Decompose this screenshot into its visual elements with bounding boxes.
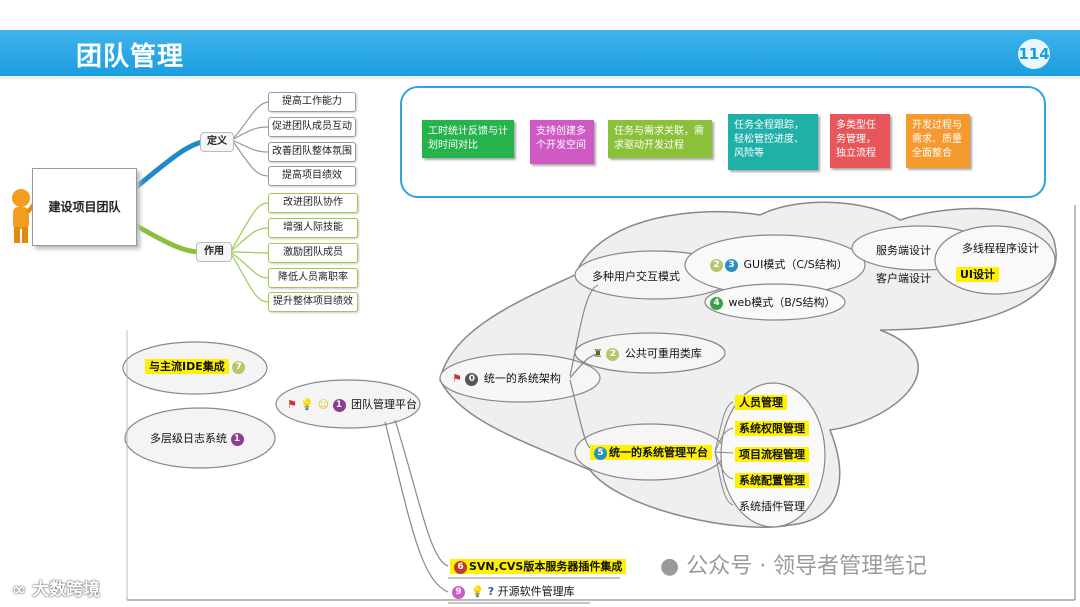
- branch-function: [133, 222, 201, 255]
- question-icon: ?: [487, 585, 495, 598]
- log-system-node: 多层级日志系统 1: [150, 430, 246, 446]
- number-icon: 1: [332, 398, 346, 412]
- platform-root-node: ⚑ 💡 ☺ 1 团队管理平台: [287, 398, 418, 412]
- mgmt-item: 人员管理: [735, 394, 787, 410]
- web-mode-node: 4 web模式（B/S结构）: [710, 294, 835, 310]
- function-item: 激励团队成员: [268, 243, 358, 263]
- number-icon: 9: [452, 585, 465, 599]
- architecture-node: ⚑ 0 统一的系统架构: [452, 372, 561, 386]
- logo-icon: ∞: [12, 580, 27, 600]
- definition-item: 改善团队整体氛围: [268, 142, 356, 162]
- page-number-badge: 114: [1018, 39, 1050, 69]
- team-center-node: 建设项目团队: [32, 168, 137, 246]
- number-icon: 6: [454, 560, 467, 574]
- flag-icon: ⚑: [452, 372, 462, 385]
- number-icon: 7: [232, 360, 246, 374]
- feature-card: 多类型任务管理，独立流程: [830, 114, 890, 168]
- number-icon: 2: [606, 347, 620, 361]
- feature-card: 工时统计反馈与计划时间对比: [422, 120, 514, 158]
- bulb-icon: 💡: [300, 398, 315, 411]
- interaction-node: 多种用户交互模式: [592, 270, 680, 283]
- library-node: ♜ 2 公共可重用类库: [593, 347, 702, 361]
- mgmt-item: 系统插件管理: [739, 500, 805, 513]
- feature-card: 支持创建多个开发空间: [530, 120, 594, 164]
- feature-card: 开发过程与需求、质量全面整合: [906, 114, 970, 168]
- definition-item: 提高工作能力: [268, 92, 356, 112]
- number-icon: 3: [725, 258, 738, 272]
- function-item: 降低人员离职率: [268, 268, 358, 288]
- smile-icon: ☺: [317, 398, 330, 411]
- logo-watermark: ∞ 大数跨境: [12, 580, 101, 600]
- number-icon: 5: [594, 446, 607, 460]
- number-icon: 4: [710, 296, 723, 310]
- multithread-node: 多线程程序设计: [962, 242, 1039, 255]
- slide-title: 团队管理: [76, 42, 185, 72]
- function-item: 提升整体项目绩效: [268, 292, 358, 312]
- mgmt-item: 项目流程管理: [735, 446, 809, 462]
- bottle-icon: ♜: [593, 347, 603, 360]
- definition-item: 促进团队成员互动: [268, 117, 356, 137]
- feature-card: 任务与需求关联，需求驱动开发过程: [608, 120, 712, 158]
- header-divider: [0, 76, 1080, 79]
- bulb-icon: 💡: [470, 585, 485, 598]
- ide-integration-node: 与主流IDE集成 7: [145, 358, 247, 374]
- feature-card: 任务全程跟踪，轻松管控进度、风险等: [728, 114, 818, 170]
- function-node: 作用: [196, 242, 232, 262]
- wechat-watermark: ● 公众号 · 领导者管理笔记: [660, 554, 928, 579]
- slide-header: 团队管理 114: [0, 30, 1080, 76]
- number-icon: 0: [465, 372, 479, 386]
- function-item: 增强人际技能: [268, 218, 358, 238]
- mgmt-item: 系统配置管理: [735, 472, 809, 488]
- wechat-icon: ●: [660, 554, 680, 579]
- server-design-node: 服务端设计: [876, 244, 931, 257]
- oss-node: 9 💡 ? 开源软件管理库: [452, 583, 575, 599]
- client-design-node: 客户端设计: [876, 272, 931, 285]
- mgmt-item: 系统权限管理: [735, 420, 809, 436]
- number-icon: 1: [230, 432, 244, 446]
- ui-design-node: UI设计: [956, 266, 1000, 282]
- function-item: 改进团队协作: [268, 193, 358, 213]
- definition-node: 定义: [200, 132, 234, 152]
- definition-item: 提高项目绩效: [268, 166, 356, 186]
- number-icon: 2: [710, 258, 723, 272]
- flag-icon: ⚑: [287, 398, 297, 411]
